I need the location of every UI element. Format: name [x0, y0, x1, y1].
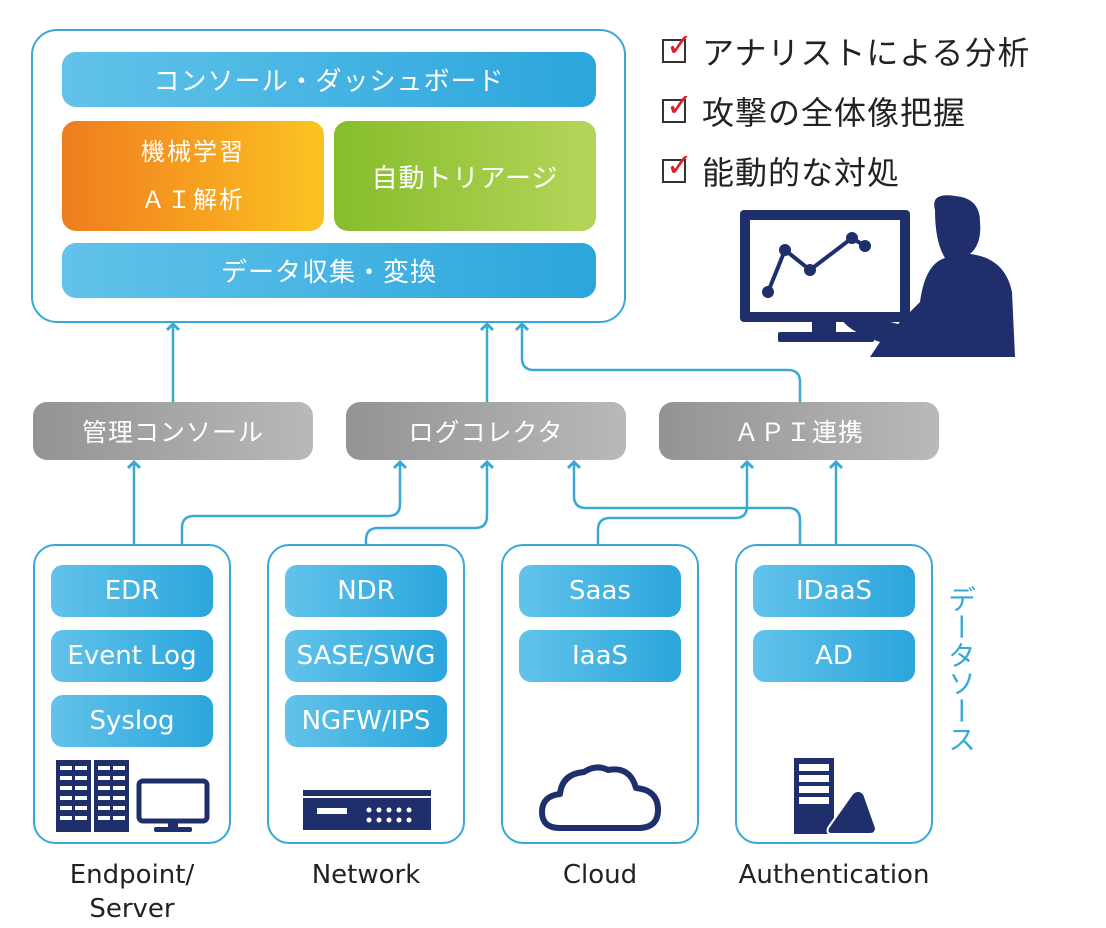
arrow-cloud-to-api: [596, 459, 755, 545]
checkbox-icon: ✓: [662, 149, 693, 183]
arrow-auth-to-logcollector: [566, 459, 802, 545]
source-item-sase-swg: SASE/SWG: [285, 630, 447, 682]
source-item-ndr: NDR: [285, 565, 447, 617]
source-item-saas: Saas: [519, 565, 681, 617]
auth-server-icon: [794, 758, 878, 834]
checklist-label: 攻撃の全体像把握: [702, 94, 967, 132]
management-console-box: 管理コンソール: [33, 402, 313, 460]
ml-ai-block: 機械学習 ＡＩ解析: [62, 121, 324, 231]
checkbox-icon: ✓: [662, 29, 693, 63]
caption-endpoint: Endpoint/ Server: [69, 860, 195, 924]
source-item-edr: EDR: [51, 565, 213, 617]
source-item-ad: AD: [753, 630, 915, 682]
source-item-event-log: Event Log: [51, 630, 213, 682]
network-appliance-icon: [303, 790, 431, 830]
dashboard-bar: コンソール・ダッシュボード: [62, 52, 596, 107]
arrow-endpoint-to-logcollector: [180, 459, 408, 545]
data-source-label: データソース: [944, 585, 977, 753]
checklist-item-analysis: ✓ アナリストによる分析: [662, 28, 1030, 74]
cloud-icon: [539, 764, 661, 831]
source-item-syslog: Syslog: [51, 695, 213, 747]
caption-network: Network: [311, 860, 421, 890]
checklist-label: 能動的な対処: [702, 154, 901, 192]
monitor-icon: [136, 778, 210, 832]
api-integration-box: ＡＰＩ連携: [659, 402, 939, 460]
checklist-label: アナリストによる分析: [702, 34, 1031, 72]
caption-cloud: Cloud: [562, 860, 638, 890]
checklist-item-overview: ✓ 攻撃の全体像把握: [662, 88, 966, 134]
log-collector-box: ログコレクタ: [346, 402, 626, 460]
checkbox-icon: ✓: [662, 89, 693, 123]
ml-label: 機械学習: [141, 138, 245, 166]
data-collection-bar: データ収集・変換: [62, 243, 596, 298]
auto-triage-block: 自動トリアージ: [334, 121, 596, 231]
arrow-api-to-platform: [514, 321, 802, 402]
source-item-iaas: IaaS: [519, 630, 681, 682]
analyst-icon: [740, 195, 1015, 357]
checklist-item-response: ✓ 能動的な対処: [662, 148, 900, 194]
arrow-network-to-logcollector: [364, 459, 495, 545]
source-item-ngfw-ips: NGFW/IPS: [285, 695, 447, 747]
caption-authentication: Authentication: [738, 860, 930, 890]
server-rack-icon: [56, 760, 129, 832]
source-item-idaas: IDaaS: [753, 565, 915, 617]
ai-label: ＡＩ解析: [141, 186, 245, 214]
